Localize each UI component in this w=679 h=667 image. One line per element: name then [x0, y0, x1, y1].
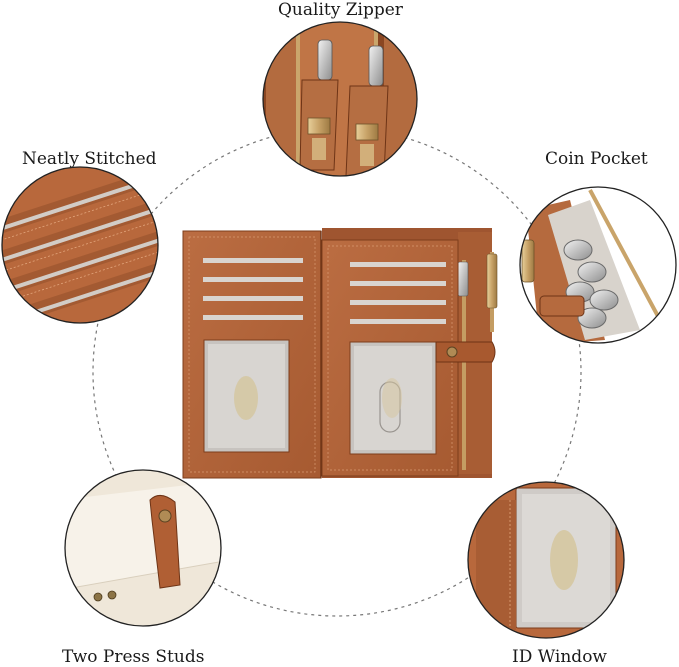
detail-quality-zipper [262, 21, 418, 177]
label-two-press-studs: Two Press Studs [62, 647, 205, 667]
label-quality-zipper: Quality Zipper [278, 0, 403, 20]
detail-id-window [467, 481, 625, 639]
detail-neatly-stitched [1, 166, 159, 324]
label-coin-pocket: Coin Pocket [545, 149, 648, 169]
detail-two-press-studs [64, 469, 222, 627]
label-id-window: ID Window [512, 647, 607, 667]
label-neatly-stitched: Neatly Stitched [22, 149, 157, 169]
detail-coin-pocket [519, 186, 677, 344]
wallet-main [182, 228, 498, 479]
